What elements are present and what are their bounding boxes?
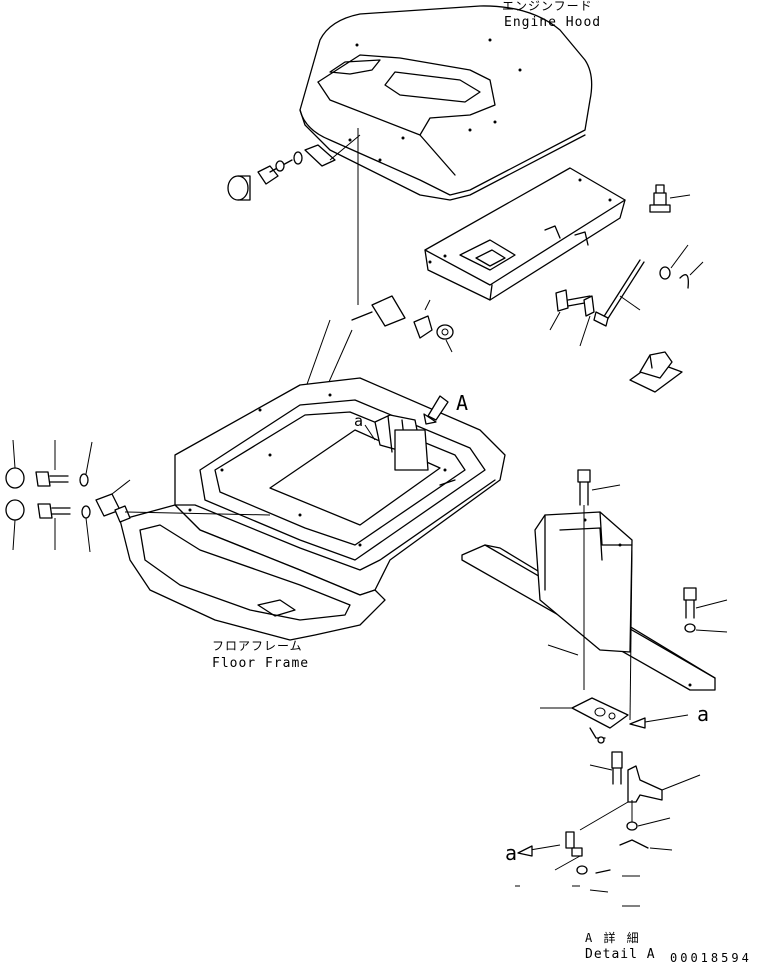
drawing-id: 00018594 (670, 951, 752, 965)
ref-a-upper-label: a (697, 702, 710, 726)
engine-hood-label-jp: エンジンフード (502, 0, 593, 13)
engine-hood-label-en: Engine Hood (504, 15, 602, 30)
left-hinge-pin (95, 479, 271, 523)
ref-a-lower-label: a (505, 841, 518, 865)
detail-a-label-jp: A 詳 細 (585, 931, 641, 945)
detail-a-bolt-top (577, 469, 621, 690)
detail-a-pin (589, 751, 623, 785)
arrow-a-upper (629, 714, 689, 729)
floor-frame-label-jp: フロアフレーム (212, 639, 303, 653)
detail-a-lever (579, 765, 701, 831)
arrow-a-lower (517, 844, 561, 857)
rod-bolt (549, 289, 595, 347)
ref-a-frame-label: a (354, 412, 364, 430)
hood-hinge (351, 295, 454, 353)
engine-hood-part (299, 5, 593, 201)
floor-frame-part (119, 377, 506, 641)
view-a-label: A (456, 391, 469, 415)
view-arrow-a (423, 395, 449, 425)
plate-bolt (649, 184, 671, 213)
support-rod (593, 259, 645, 327)
left-fasteners-lower (5, 499, 91, 553)
detail-a-bracket (461, 511, 716, 691)
mount-plate-part (424, 167, 626, 301)
left-fasteners-upper (5, 439, 93, 489)
detail-a-lower-pin (554, 831, 583, 871)
rubber-mount (629, 351, 683, 393)
detail-a-latch-plate (540, 697, 629, 744)
detail-a-bolt-right (683, 587, 728, 633)
floor-frame-label-en: Floor Frame (212, 656, 310, 671)
detail-a-label-en: Detail A (585, 947, 656, 962)
hood-fasteners (227, 134, 361, 201)
